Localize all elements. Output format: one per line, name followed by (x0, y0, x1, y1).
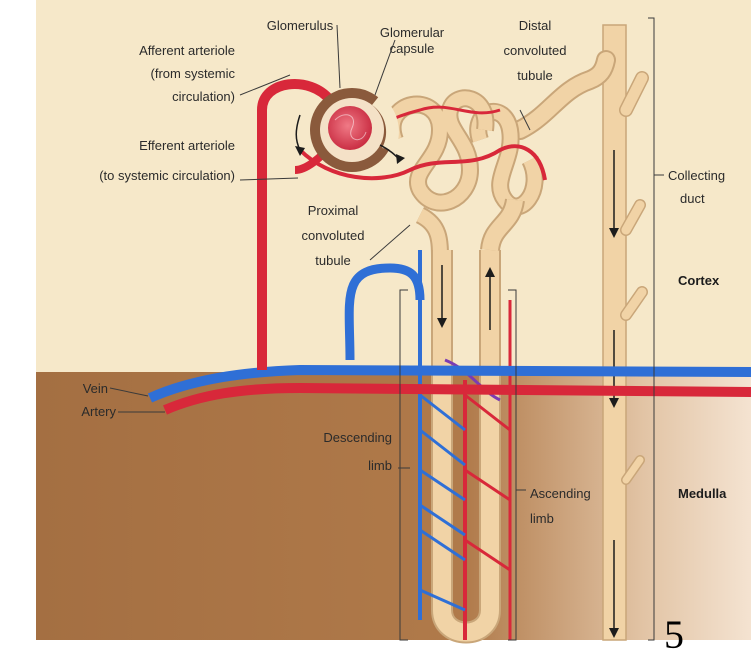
slide-number: 5 (664, 612, 684, 657)
glomerular-capsule-label-line1: Glomerular (380, 25, 445, 40)
descending-limb-label-line2: limb (368, 458, 392, 473)
distal-tubule-label-line3: tubule (517, 68, 552, 83)
collecting-duct-label-line2: duct (680, 191, 705, 206)
collecting-duct-label-line1: Collecting (668, 168, 725, 183)
glomerulus (328, 106, 372, 150)
artery-label: Artery (81, 404, 116, 419)
afferent-arteriole-label-line3: circulation) (172, 89, 235, 104)
afferent-arteriole-label-line2: (from systemic (151, 66, 236, 81)
distal-tubule-label-line2: convoluted (504, 43, 567, 58)
ascending-limb-label-line1: Ascending (530, 486, 591, 501)
descending-limb-label-line1: Descending (323, 430, 392, 445)
ascending-limb-label-line2: limb (530, 511, 554, 526)
glomerular-capsule-label-line2: capsule (390, 41, 435, 56)
proximal-tubule-label-line3: tubule (315, 253, 350, 268)
glomerulus-label: Glomerulus (267, 18, 334, 33)
medulla-label: Medulla (678, 486, 727, 501)
cortex-label: Cortex (678, 273, 720, 288)
distal-tubule-label-line1: Distal (519, 18, 552, 33)
efferent-arteriole-label-line1: Efferent arteriole (139, 138, 235, 153)
efferent-arteriole-label-line2: (to systemic circulation) (99, 168, 235, 183)
proximal-tubule-label-line1: Proximal (308, 203, 359, 218)
afferent-arteriole-label-line1: Afferent arteriole (139, 43, 235, 58)
proximal-tubule-label-line2: convoluted (302, 228, 365, 243)
vein-label: Vein (83, 381, 108, 396)
